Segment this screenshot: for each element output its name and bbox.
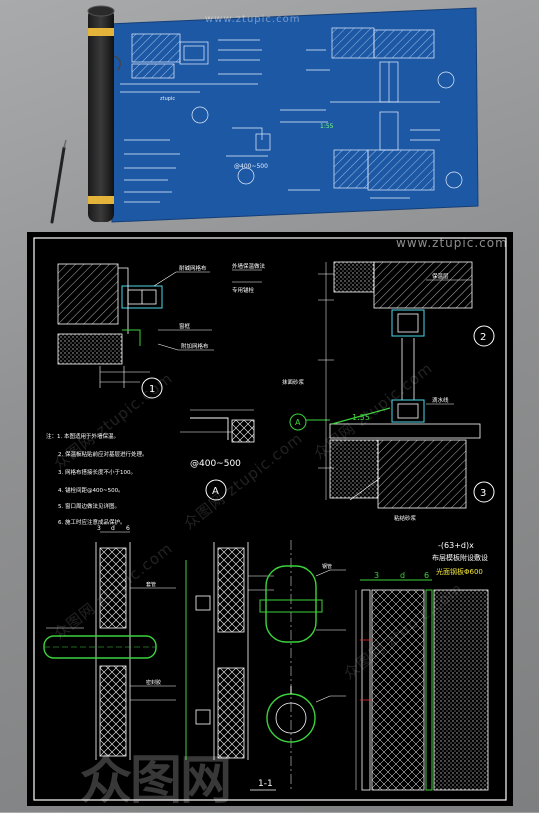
pipe-note-1: -(63+d)x — [438, 541, 474, 550]
svg-text:@400~500: @400~500 — [234, 163, 268, 170]
label-extra-mesh: 附加网格布 — [181, 342, 209, 350]
section-label: 1-1 — [258, 779, 273, 789]
detail-a-anchor: @400~500 A — [180, 409, 255, 501]
label-drip: 滴水线 — [432, 396, 449, 404]
callout-a-green: A — [295, 418, 301, 427]
label-anchor: 专用锚栓 — [232, 286, 255, 294]
note-1: 注：1. 本图适用于外墙保温。 — [46, 432, 119, 440]
blueprint-sheet: ztupic @400~500 1:55 — [107, 7, 479, 223]
callout-1 — [141, 377, 163, 399]
label-insulation-method: 外墙保温做法 — [232, 262, 266, 270]
dim-left-d: d — [111, 525, 115, 532]
cad-sheet: 耐碱网格布 窗框 附加网格布 外墙保温做法 专用锚栓 1 @400~500 A … — [27, 232, 513, 806]
pipe-note-3: 光面钢板Φ600 — [436, 567, 483, 576]
dim-right-3: 3 — [374, 571, 379, 580]
pipe-note-2: 布层模板附设敷设 — [432, 553, 488, 562]
callout-2-label: 2 — [480, 332, 486, 343]
pen-icon — [50, 139, 67, 224]
callout-1-label: 1 — [149, 384, 155, 395]
note-4: 4. 锚栓间距@400~500。 — [58, 486, 124, 494]
notes-block: 注：1. 本图适用于外墙保温。 2. 保温板粘贴前应对基层进行处理。 3. 网格… — [46, 432, 148, 526]
label-pipe: 钢管 — [322, 563, 332, 570]
brand-logo: 众图网 — [80, 751, 232, 811]
dim-right-6: 6 — [424, 571, 429, 580]
svg-text:1:55: 1:55 — [320, 123, 334, 130]
note-2: 2. 保温板粘贴前应对基层进行处理。 — [58, 450, 148, 458]
svg-text:ztupic: ztupic — [160, 96, 175, 102]
callout-3 — [473, 481, 495, 503]
detail-2-3-window: A 1:55 保温层 滴水线 粘结砂浆 抹面砂浆 2 3 — [282, 261, 495, 522]
ratio-dim: 1:55 — [352, 413, 370, 422]
callout-2 — [473, 325, 495, 347]
spacing-dim: @400~500 — [190, 459, 241, 469]
label-insulation: 保温层 — [432, 272, 449, 280]
label-sleeve: 套管 — [146, 581, 156, 588]
detail-1-window-head: 耐碱网格布 窗框 附加网格布 外墙保温做法 专用锚栓 1 — [57, 262, 266, 399]
callout-a — [205, 479, 227, 501]
dim-left-6: 6 — [126, 525, 130, 532]
note-3: 3. 网格布搭接长度不小于100。 — [58, 468, 136, 476]
detail-insulated-wall: -(63+d)x 布层模板附设敷设 光面钢板Φ600 3 d 6 — [355, 541, 489, 791]
detail-pipe-section: 钢管 1-1 — [250, 540, 346, 791]
label-mortar: 抹面砂浆 — [282, 378, 305, 386]
note-6: 6. 施工时应注意成品保护。 — [58, 518, 126, 526]
label-adhesive: 粘结砂浆 — [394, 514, 417, 522]
label-window-frame: 窗框 — [179, 322, 191, 330]
dim-right-d: d — [400, 571, 405, 580]
blueprint-watermark: www.ztupic.com — [205, 14, 301, 25]
detail-wall-section — [185, 542, 274, 760]
label-mesh: 耐碱网格布 — [179, 264, 207, 272]
label-sealant: 密封胶 — [146, 679, 161, 686]
callout-3-label: 3 — [480, 488, 486, 499]
dim-left-3: 3 — [97, 525, 101, 532]
detail-wall-pipe: 3 d 6 套管 密封胶 — [43, 525, 176, 760]
paper-roll-icon — [87, 5, 121, 222]
site-watermark: www.ztupic.com — [396, 236, 508, 250]
note-5: 5. 窗口周边做法见详图。 — [58, 502, 120, 510]
callout-a-label: A — [212, 486, 219, 497]
